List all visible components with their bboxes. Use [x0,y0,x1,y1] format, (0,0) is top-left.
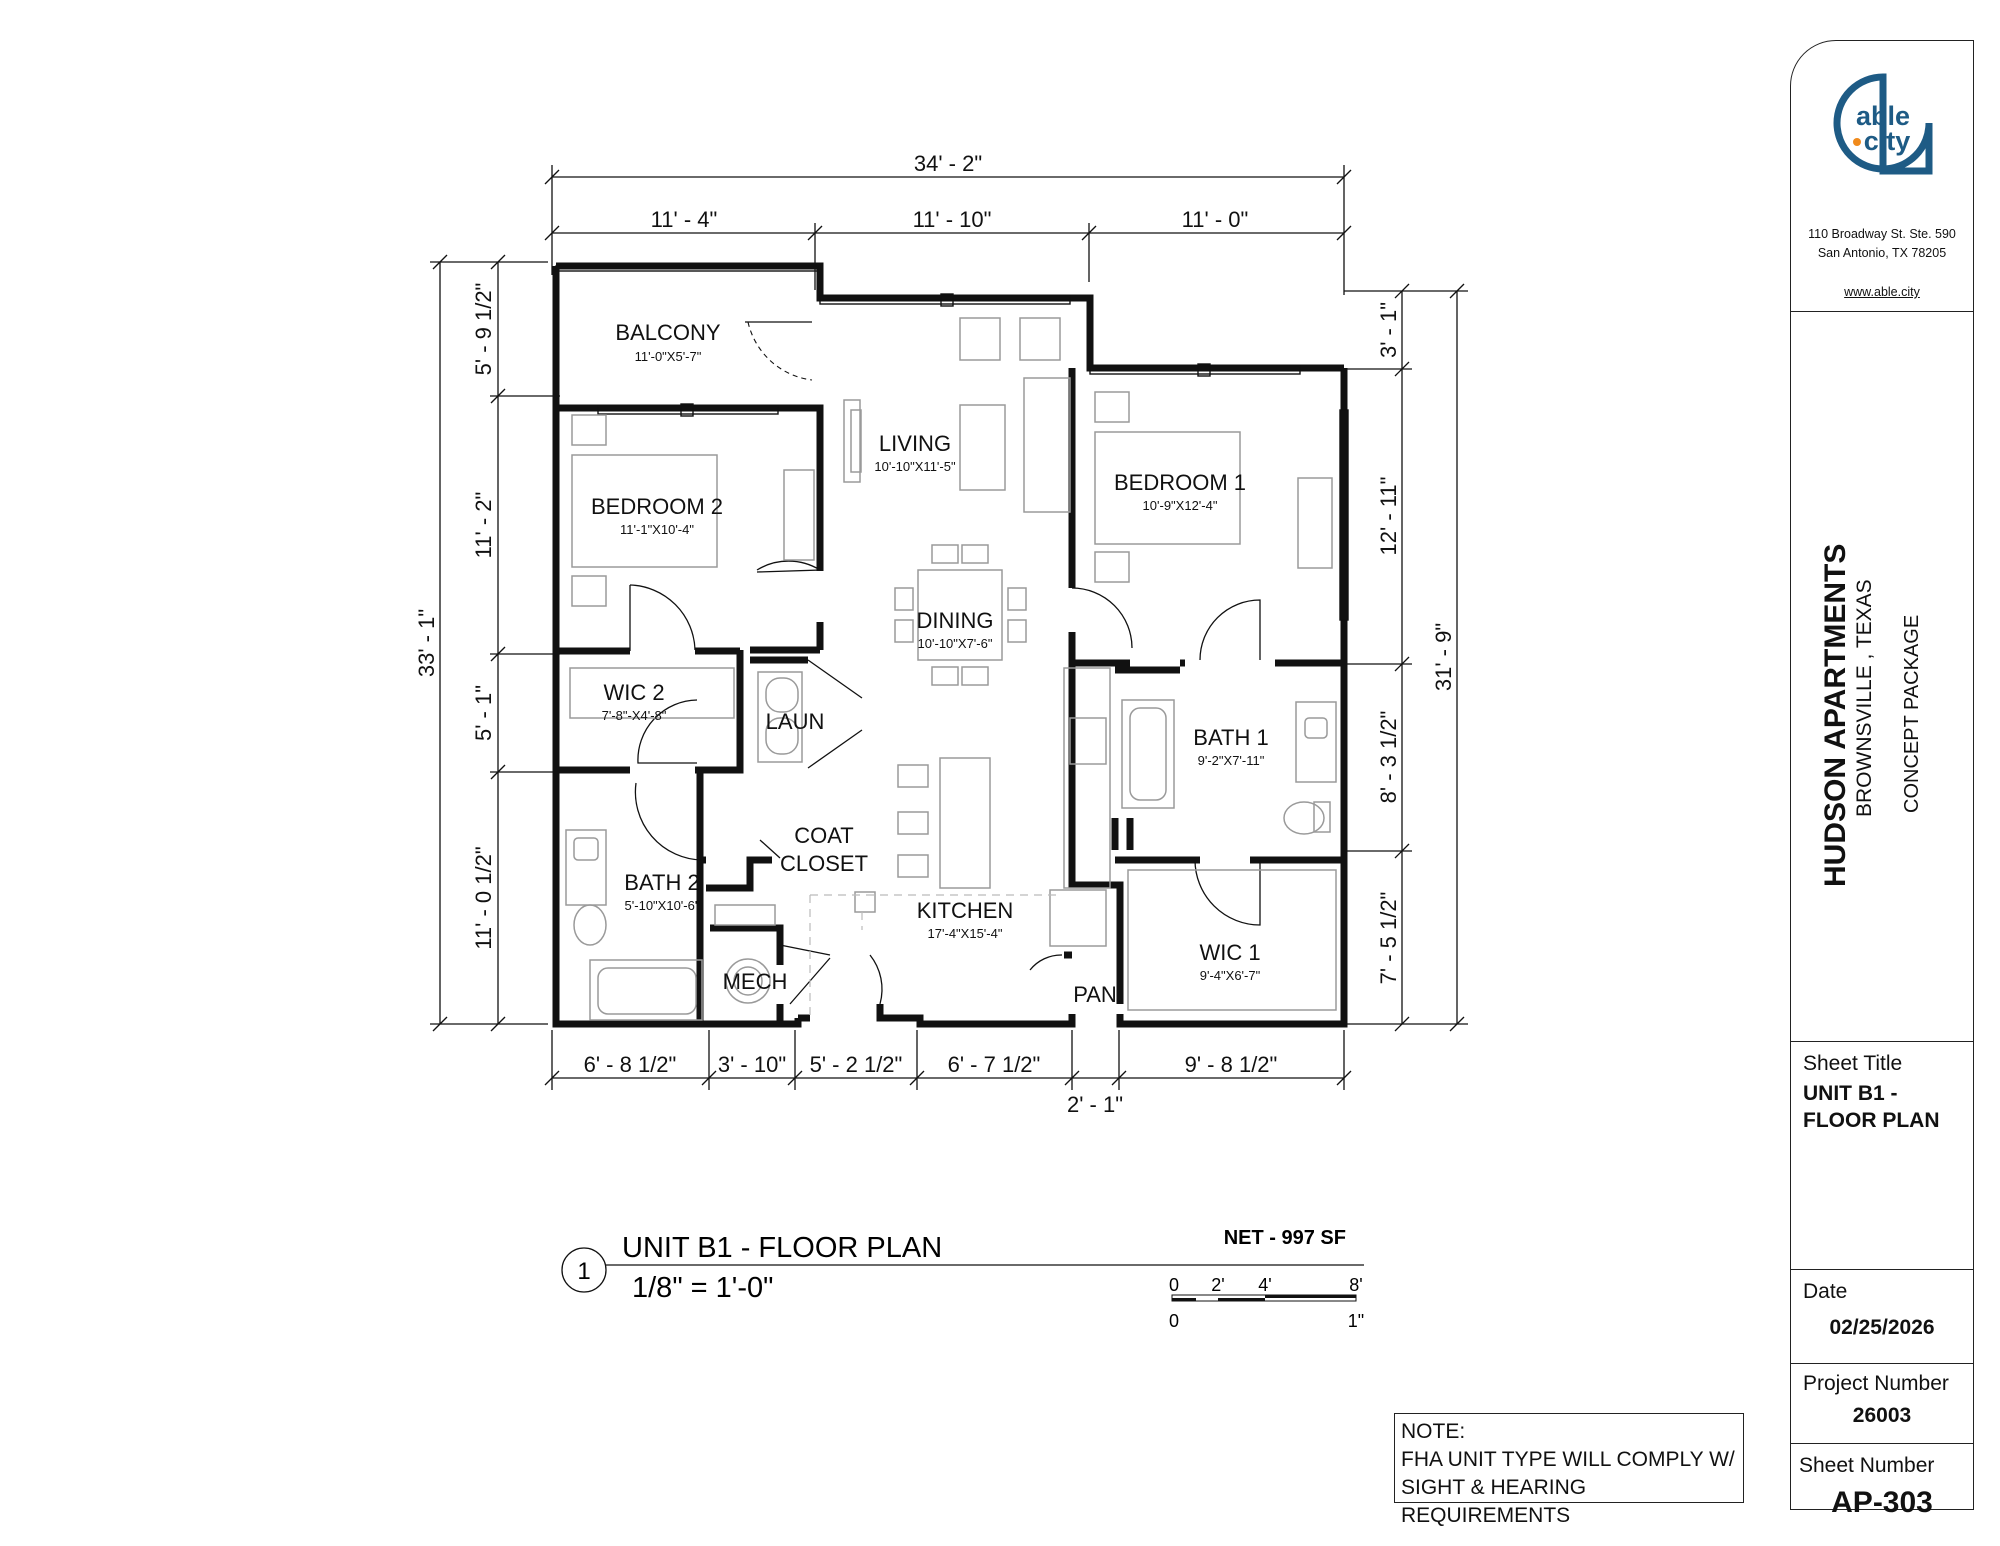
project-location: BROWNSVILLE , TEXAS [1853,579,1876,817]
size-wic-2: 7'-8"-X4'-8" [602,708,667,723]
dim-right-4: 7' - 5 1/2" [1376,892,1401,985]
dim-bottom-4: 6' - 7 1/2" [948,1052,1041,1077]
kitchen-dashed-lines [809,894,1060,1015]
dim-bottom-extra: 2' - 1" [1067,1092,1123,1117]
scale-bar-8: 8' [1349,1275,1362,1295]
project-info-section: HUDSON APARTMENTS BROWNSVILLE , TEXAS CO… [1791,311,1973,1041]
dim-top-1: 11' - 4" [651,207,718,232]
size-wic-1: 9'-4"X6'-7" [1200,968,1261,983]
scale-bar-0: 0 [1169,1275,1179,1295]
size-living: 10'-10"X11'-5" [874,459,956,474]
sheet-title-line1: UNIT B1 - [1803,1082,1898,1105]
scale-bar-inch-1: 1" [1348,1311,1364,1331]
dim-right-3: 8' - 3 1/2" [1376,711,1401,804]
label-wic-1: WIC 1 [1199,940,1260,965]
label-bath-2: BATH 2 [624,870,699,895]
label-bedroom-2: BEDROOM 2 [591,494,723,519]
label-kitchen: KITCHEN [917,898,1014,923]
sheet-number-section: Sheet Number AP-303 [1791,1443,1973,1519]
firm-website-link[interactable]: www.able.city [1844,285,1920,299]
size-bedroom-1: 10'-9"X12'-4" [1143,498,1218,513]
scale-bar-inch-0: 0 [1169,1311,1179,1331]
sheet-number-label: Sheet Number [1799,1454,1935,1477]
sheet-title-section: Sheet Title UNIT B1 - FLOOR PLAN [1791,1041,1973,1269]
dim-top-2: 11' - 10" [913,207,992,232]
dim-right-2: 12' - 11" [1376,477,1401,556]
dim-bottom-1: 6' - 8 1/2" [584,1052,677,1077]
size-dining: 10'-10"X7'-6" [918,636,993,651]
label-dining: DINING [917,608,994,633]
size-balcony: 11'-0"X5'-7" [635,349,702,364]
windows [555,265,1349,621]
label-coat: COAT [794,823,853,848]
project-phase: CONCEPT PACKAGE [1901,614,1923,813]
doors [629,321,1261,1005]
floor-plan-drawing: 34' - 2" 11' - 4" 11' - 10" 11' - 0" 33'… [414,151,1468,1331]
dimension-lines [430,165,1468,1090]
label-living: LIVING [879,431,951,456]
dim-left-1: 5' - 9 1/2" [471,283,496,376]
size-bath-1: 9'-2"X7'-11" [1198,753,1265,768]
scale-bar: 0 2' 4' 8' 0 1" [1169,1275,1364,1331]
view-title: 1 UNIT B1 - FLOOR PLAN 1/8" = 1'-0" NET … [561,1227,1364,1331]
project-number-value: 26003 [1852,1404,1912,1427]
logo-text-bottom: city [1864,126,1911,156]
project-number-label: Project Number [1803,1372,1949,1395]
walls [552,262,1348,1028]
view-number-bubble [561,1247,607,1293]
net-area: NET - 997 SF [1224,1227,1346,1249]
logo-dot-icon [1853,138,1861,146]
size-kitchen: 17'-4"X15'-4" [928,926,1003,941]
able-city-logo: able city [1833,73,1933,175]
view-number: 1 [577,1258,590,1285]
dim-left-4: 11' - 0 1/2" [471,846,496,949]
dim-left-overall: 33' - 1" [414,609,439,677]
label-balcony: BALCONY [615,320,720,345]
label-laun: LAUN [766,709,825,734]
view-title-text: UNIT B1 - FLOOR PLAN [622,1232,942,1264]
note-heading: NOTE: [1401,1420,1466,1443]
date-section: Date 02/25/2026 [1791,1269,1973,1363]
size-bedroom-2: 11'-1"X10'-4" [620,522,694,537]
date-value: 02/25/2026 [1829,1316,1935,1339]
label-pan: PAN [1073,982,1117,1007]
dim-right-overall: 31' - 9" [1431,623,1456,691]
firm-address-line2: San Antonio, TX 78205 [1817,246,1947,260]
note-line2: SIGHT & HEARING REQUIREMENTS [1401,1476,1587,1527]
note-line1: FHA UNIT TYPE WILL COMPLY W/ [1401,1448,1735,1471]
dim-top-overall: 34' - 2" [914,151,982,176]
label-mech: MECH [723,969,788,994]
sheet-title-line2: FLOOR PLAN [1803,1109,1940,1132]
room-labels: BALCONY 11'-0"X5'-7" LIVING 10'-10"X11'-… [591,320,1269,1007]
label-wic-2: WIC 2 [603,680,664,705]
dim-bottom-2: 3' - 10" [718,1052,786,1077]
logo-text-top: able [1856,101,1910,131]
date-label: Date [1803,1280,1848,1303]
view-scale: 1/8" = 1'-0" [632,1272,773,1304]
scale-bar-2: 2' [1211,1275,1224,1295]
dimension-text: 34' - 2" 11' - 4" 11' - 10" 11' - 0" 33'… [414,151,1456,1117]
project-name: HUDSON APARTMENTS [1819,543,1852,887]
sheet-title-label: Sheet Title [1803,1052,1903,1075]
dim-top-3: 11' - 0" [1182,207,1249,232]
dim-right-1: 3' - 1" [1376,302,1401,358]
label-closet: CLOSET [780,851,868,876]
size-bath-2: 5'-10"X10'-6" [625,898,700,913]
dim-bottom-3: 5' - 2 1/2" [810,1052,903,1077]
dim-left-2: 11' - 2" [471,492,496,559]
dim-left-3: 5' - 1" [471,685,496,741]
note-box: NOTE: FHA UNIT TYPE WILL COMPLY W/ SIGHT… [1394,1413,1744,1527]
fixtures [565,317,1337,1021]
project-number-section: Project Number 26003 [1791,1363,1973,1443]
scale-bar-4: 4' [1258,1275,1271,1295]
label-bath-1: BATH 1 [1193,725,1268,750]
label-bedroom-1: BEDROOM 1 [1114,470,1246,495]
firm-address-line1: 110 Broadway St. Ste. 590 [1808,227,1956,241]
sheet-number-value: AP-303 [1831,1486,1933,1519]
dim-bottom-5: 9' - 8 1/2" [1185,1052,1278,1077]
title-block: able city 110 Broadway St. Ste. 590 San … [1790,40,1974,1519]
